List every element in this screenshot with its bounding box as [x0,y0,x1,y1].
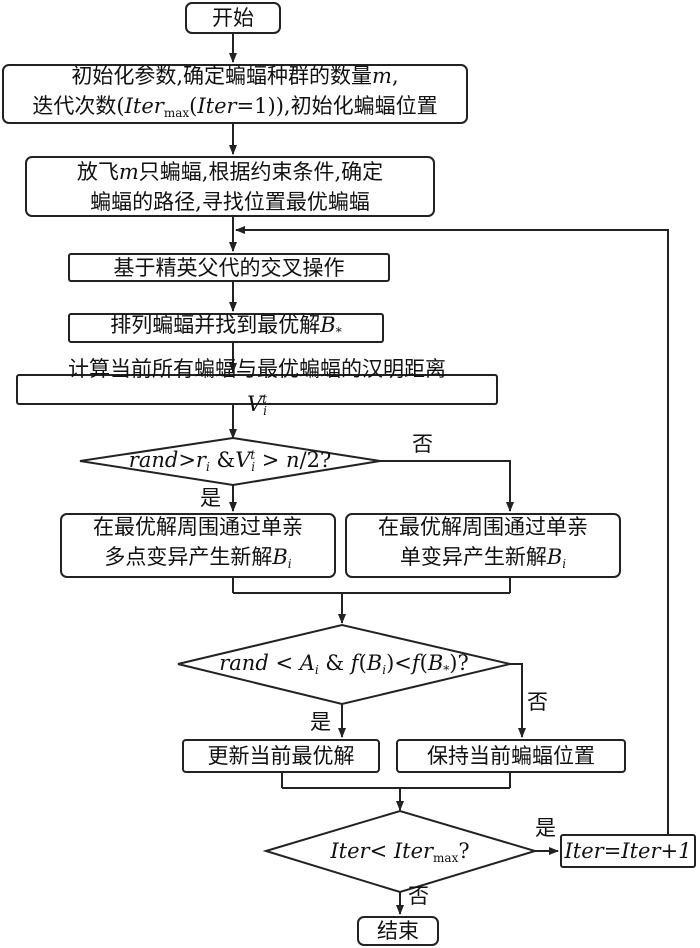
mutation-multi-var: B [272,545,288,569]
init-line2-sub: max [163,105,190,120]
crossover-node: 基于精英父代的交叉操作 [68,253,390,282]
arrow-d1-no [380,460,514,512]
arrow-d2-no [510,663,526,738]
keep-position-label: 保持当前蝙蝠位置 [427,744,595,768]
mutation-single-line1: 在最优解周围通过单亲 [378,515,588,539]
fly-line1-text: 放飞 [76,159,119,184]
decision-2-text: rand < Ai & f(Bi)<f(B*)? [219,651,469,677]
iter-increment-label: Iter=Iter+1 [564,839,692,863]
update-best-node: 更新当前最优解 [182,739,380,773]
decision-1-no-label: 否 [412,432,433,456]
crossover-label: 基于精英父代的交叉操作 [113,255,345,280]
init-line2-iter2: Iter [197,93,237,118]
hamming-node: 计算当前所有蝙蝠与最优蝙蝠的汉明距离 Vti [16,357,498,418]
mutation-single-sub: i [562,557,567,571]
mutation-multi-line2: 多点变异产生新解 [104,545,273,569]
mutation-multi-line1: 在最优解周围通过单亲 [93,515,303,539]
mutation-multi-sub: i [287,557,292,571]
init-line1-var: m [372,63,392,88]
init-line2-text: 迭代次数( [32,93,125,118]
decision-diamond-1 [79,436,381,487]
fly-line1-tail: 只蝙蝠,根据约束条件,确定 [138,159,384,184]
init-line2-iter: Iter [124,93,164,118]
decision-1-text: rand>ri &Vti > n/2? [128,448,332,474]
start-node: 开始 [185,2,281,34]
arrow-loop-back [235,226,669,834]
decision-diamond-3 [262,809,539,894]
sort-sub: * [335,324,342,339]
decision-diamond-2 [177,623,511,706]
end-node: 结束 [357,916,439,946]
decision-2-yes-label: 是 [310,710,331,734]
sort-var: B [320,312,336,337]
mutation-multi-node: 在最优解周围通过单亲 多点变异产生新解Bi [60,513,336,578]
decision-3-no-label: 否 [408,884,429,908]
keep-position-node: 保持当前蝙蝠位置 [396,739,626,773]
fly-node: 放飞m只蝙蝠,根据约束条件,确定 蝙蝠的路径,寻找位置最优蝙蝠 [25,156,435,217]
decision-1-yes-label: 是 [200,486,221,510]
hamming-text: 计算当前所有蝙蝠与最优蝙蝠的汉明距离 [68,356,446,381]
decision-2-no-label: 否 [527,690,548,714]
hamming-sup: t [262,391,268,406]
hamming-sub: i [263,403,267,418]
fly-line1-var: m [118,159,139,184]
init-line1-text: 初始化参数,确定蝙蝠种群的数量 [71,63,373,88]
init-line2-tail: =1)),初始化蝙蝠位置 [236,93,438,118]
mutation-single-node: 在最优解周围通过单亲 单变异产生新解Bi [345,513,621,578]
decision-3-text: Iter< Itermax? [330,839,470,865]
init-line2-paren: ( [189,93,198,118]
mutation-single-line2: 单变异产生新解 [399,545,547,569]
mutation-single-var: B [546,545,563,569]
hamming-var: V [247,391,263,416]
end-label: 结束 [377,919,419,943]
start-label: 开始 [212,6,254,30]
decision-3-yes-label: 是 [535,816,556,840]
sort-node: 排列蝙蝠并找到最优解B* [68,313,384,343]
fly-line2: 蝙蝠的路径,寻找位置最优蝙蝠 [90,189,370,214]
update-best-label: 更新当前最优解 [207,744,355,768]
init-node: 初始化参数,确定蝙蝠种群的数量m, 迭代次数(Itermax(Iter=1)),… [2,64,468,124]
sort-text: 排列蝙蝠并找到最优解 [110,312,321,337]
iter-increment-node: Iter=Iter+1 [560,834,696,868]
init-line1-tail: , [391,63,399,88]
